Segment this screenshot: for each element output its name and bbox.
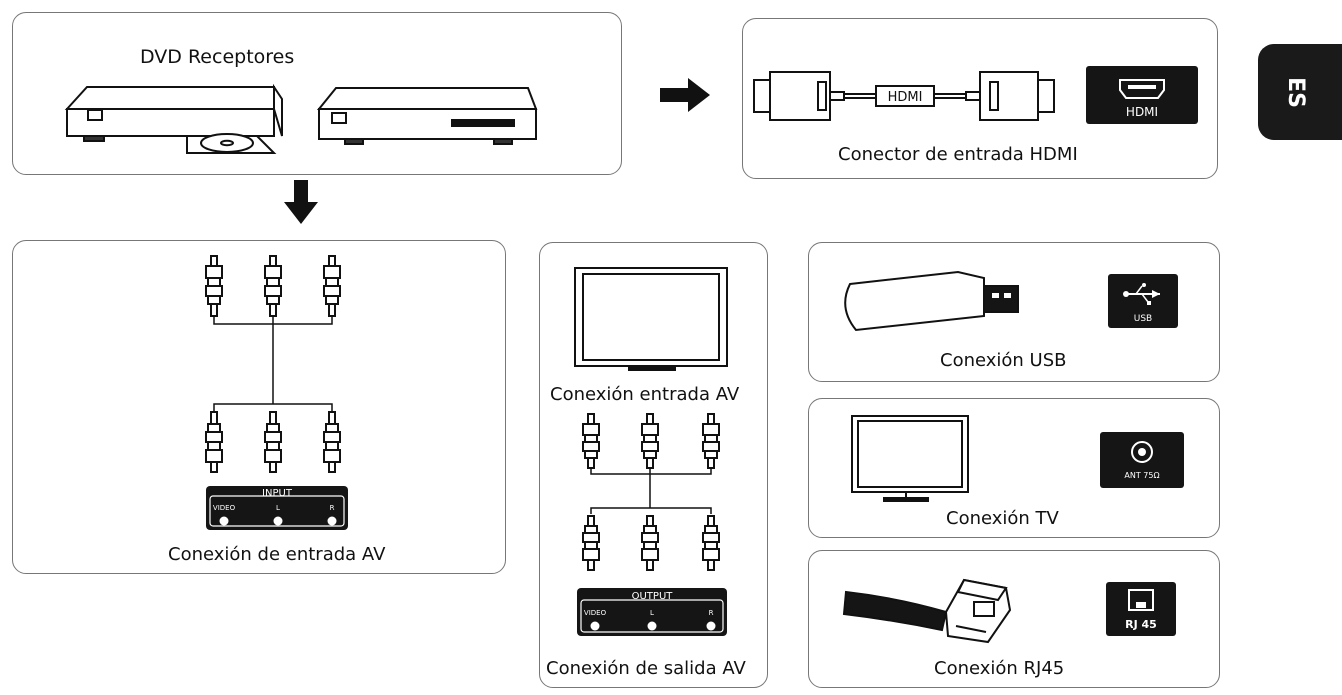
- usb-illustration: USB: [844, 270, 1178, 332]
- hdmi-port-icon: [1086, 66, 1198, 124]
- av-output-illustration: OUTPUT VIDEO L R: [574, 267, 728, 636]
- av-input-cables-illustration: INPUT VIDEO L R: [205, 255, 348, 530]
- ethernet-cable-icon: [842, 578, 1012, 644]
- arrow-down-icon: [284, 180, 318, 224]
- av-input-plate: [206, 486, 348, 530]
- usb-port-icon: [1108, 274, 1178, 328]
- av-input-caption: Conexión de entrada AV: [168, 544, 386, 565]
- av-output-plate-video: VIDEO: [584, 609, 607, 617]
- rj45-port-icon: [1106, 582, 1176, 636]
- av-output-plate-r: R: [709, 609, 714, 617]
- usb-port-label: USB: [1134, 314, 1152, 324]
- dvd-devices-illustration: [64, 83, 538, 154]
- usb-caption: Conexión USB: [940, 350, 1067, 371]
- antenna-port-icon: [1100, 432, 1184, 488]
- hdmi-cable-label: HDMI: [888, 90, 923, 105]
- av-output-plate: [577, 588, 727, 636]
- hdmi-cable-illustration: HDMI HDMI: [753, 66, 1198, 124]
- dvd-panel-title: DVD Receptores: [140, 46, 295, 68]
- av-input-plate-video: VIDEO: [213, 504, 236, 512]
- dvd-player-icon: [64, 83, 283, 154]
- av-output-plate-title: OUTPUT: [632, 591, 674, 602]
- av-output-tv-caption: Conexión entrada AV: [550, 384, 740, 405]
- language-tab-label: ES: [1282, 77, 1308, 108]
- language-tab: ES: [1258, 44, 1342, 140]
- rj45-caption: Conexión RJ45: [934, 658, 1065, 679]
- av-input-plate-r: R: [330, 504, 335, 512]
- rj45-illustration: RJ 45: [842, 578, 1176, 644]
- hdmi-caption: Conector de entrada HDMI: [838, 144, 1078, 165]
- arrow-right-icon: [660, 78, 710, 112]
- tv-caption: Conexión TV: [946, 508, 1059, 529]
- tv-monitor-icon: [574, 267, 728, 371]
- rj45-port-label: RJ 45: [1125, 618, 1157, 631]
- usb-stick-icon: [844, 270, 1019, 332]
- antenna-port-label: ANT 75Ω: [1124, 471, 1159, 480]
- av-output-caption: Conexión de salida AV: [546, 658, 746, 679]
- av-output-plate-l: L: [650, 609, 654, 617]
- av-input-plate-title: INPUT: [262, 488, 293, 499]
- av-input-plate-l: L: [276, 504, 280, 512]
- tv-icon: [851, 415, 969, 502]
- tv-illustration: ANT 75Ω: [851, 415, 1184, 502]
- hdmi-port-label: HDMI: [1126, 105, 1158, 119]
- receiver-box-icon: [316, 87, 538, 145]
